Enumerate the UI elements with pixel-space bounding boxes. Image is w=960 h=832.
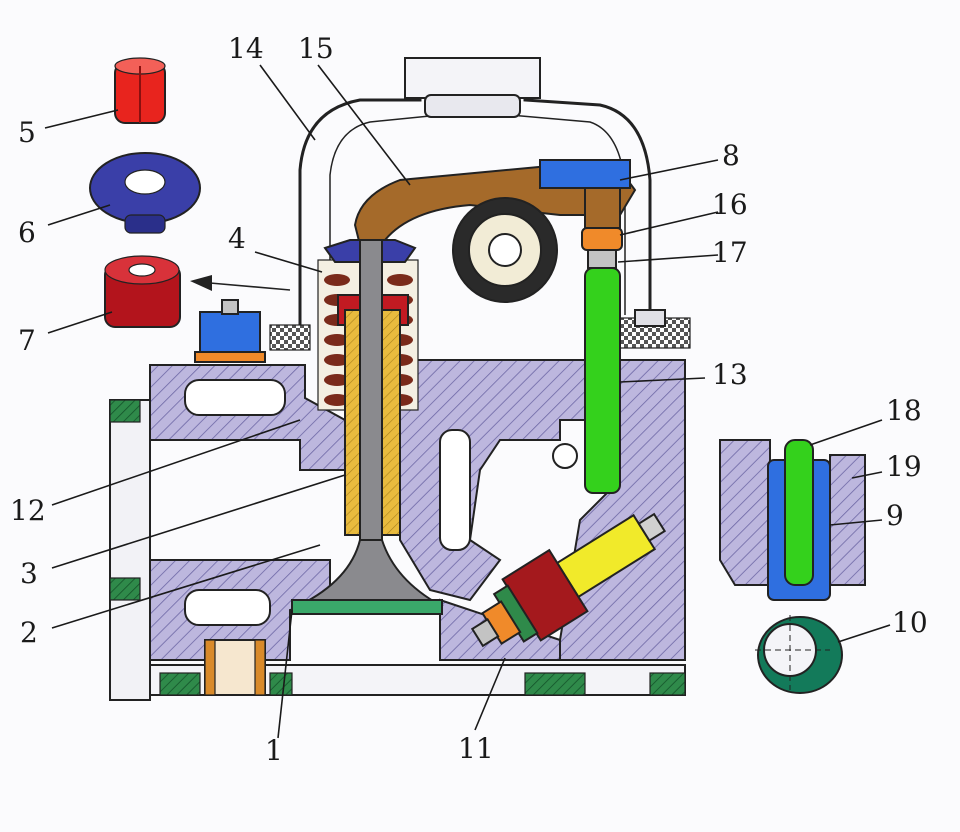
callout-18: 18 [886,394,922,427]
callout-1: 1 [265,734,283,767]
callout-19: 19 [886,450,922,483]
adjusting-screw [539,159,631,229]
intake-valve [291,239,444,615]
leader-lines [44,64,891,739]
callout-13: 13 [712,358,748,391]
callout-16: 16 [712,188,748,221]
part-valve-collet [114,57,166,124]
callout-4: 4 [228,222,246,255]
callout-labels: 5 6 7 4 14 15 8 16 17 13 12 3 2 1 11 18 … [10,32,928,767]
callout-17: 17 [712,236,748,269]
part-spring-retainer [89,152,201,234]
callout-14: 14 [228,32,264,65]
callout-15: 15 [298,32,334,65]
callout-10: 10 [892,606,928,639]
callout-3: 3 [20,557,38,590]
cover-bolt [194,299,266,363]
callout-8: 8 [722,139,740,172]
callout-12: 12 [10,494,46,527]
push-rod-assembly [581,227,623,494]
injector [470,512,667,648]
callout-7: 7 [18,324,36,357]
part-valve-seal [104,255,181,328]
cylinder-head-housing [109,359,686,701]
right-bolt [634,309,666,327]
callout-11: 11 [458,732,494,765]
callout-2: 2 [20,616,38,649]
callout-6: 6 [18,216,36,249]
tappet-detail [719,439,866,694]
left-arrow-icon [190,275,291,291]
callout-5: 5 [18,116,36,149]
callout-9: 9 [886,499,904,532]
